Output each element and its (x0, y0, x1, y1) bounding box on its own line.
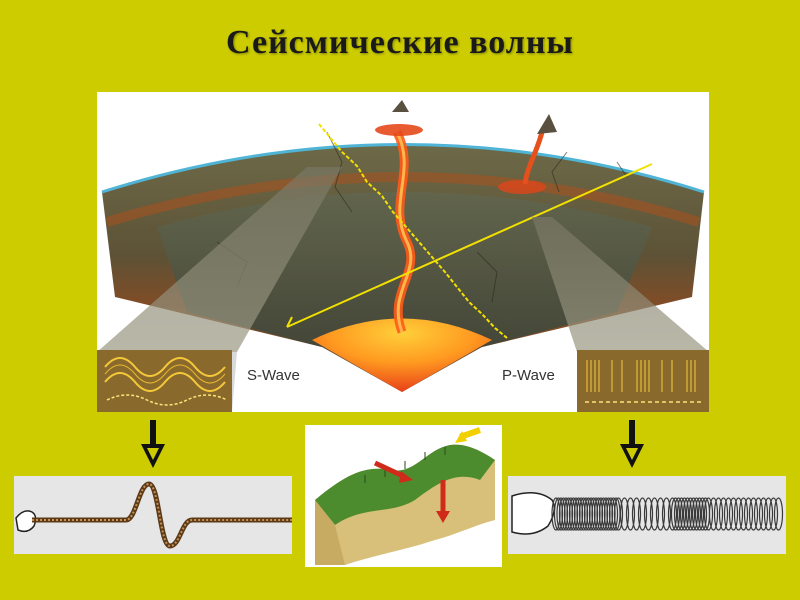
p-wave-spring-illustration (508, 476, 786, 554)
earth-cross-section: S-Wave P-Wave (97, 92, 709, 412)
volcano-icon (537, 114, 557, 134)
arrow-down-icon (620, 420, 644, 468)
p-wave-label: P-Wave (502, 367, 555, 384)
s-wave-rope-illustration (14, 476, 292, 554)
ground-wave-block (305, 425, 502, 567)
s-wave-inset (97, 350, 232, 412)
p-wave-inset (577, 350, 709, 412)
s-wave-path (318, 123, 508, 339)
volcano-icon (392, 100, 409, 112)
p-wave-path (286, 163, 653, 328)
slide-title: Сейсмические волны (226, 24, 574, 61)
earth-diagram: S-Wave P-Wave (97, 100, 709, 412)
arrow-down-icon (141, 420, 165, 468)
s-wave-label: S-Wave (247, 367, 300, 384)
earth-core (312, 318, 492, 392)
hand-icon (511, 492, 555, 535)
